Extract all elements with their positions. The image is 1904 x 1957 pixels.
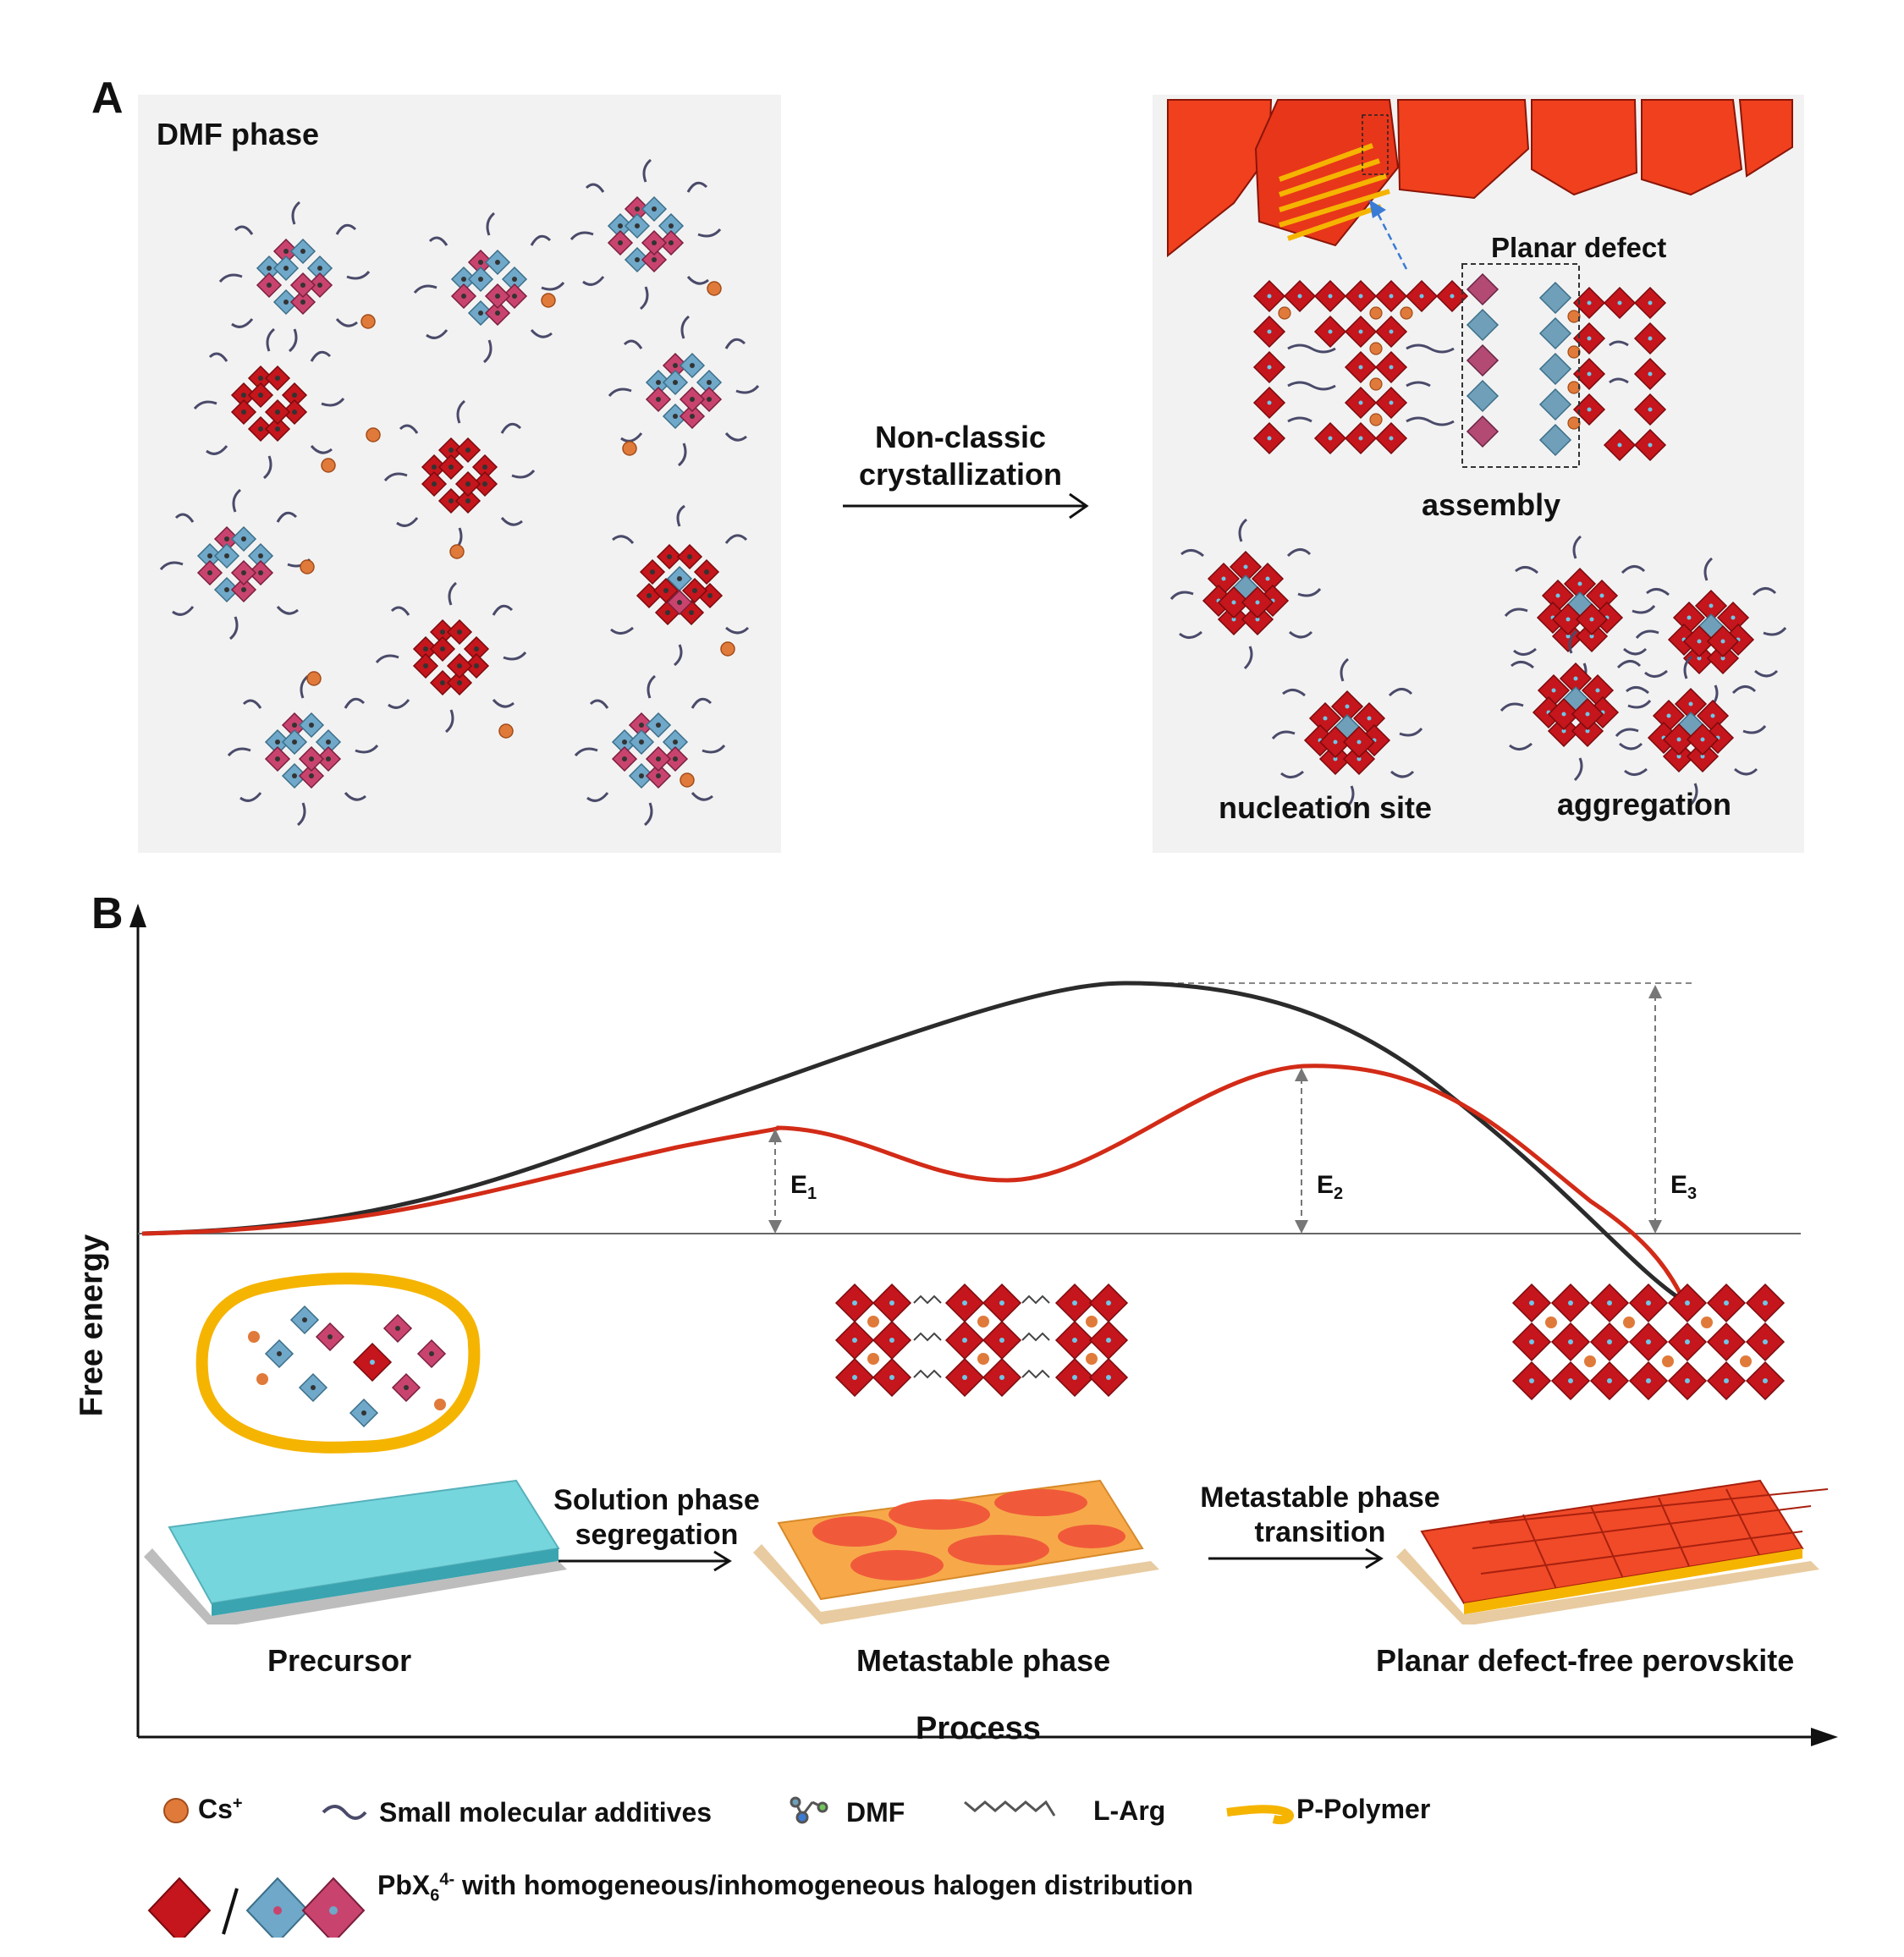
e1-text: E bbox=[790, 1171, 808, 1199]
aggregation-label: aggregation bbox=[1557, 787, 1732, 822]
solution-phase-segregation-label: Solution phase segregation bbox=[538, 1483, 775, 1553]
cs-text: Cs bbox=[198, 1794, 233, 1824]
non-classic-line2: crystallization bbox=[858, 456, 1063, 492]
e1-label: E1 bbox=[790, 1171, 817, 1204]
black-energy-curve bbox=[141, 981, 1686, 1304]
crystallization-illustration bbox=[1167, 99, 1793, 853]
cs-legend-icon bbox=[163, 1798, 189, 1823]
step1-line2: segregation bbox=[575, 1519, 739, 1552]
nucleation-site-label: nucleation site bbox=[1219, 790, 1433, 825]
larg-legend-icon bbox=[964, 1800, 1056, 1817]
crystallization-arrow bbox=[843, 492, 1089, 519]
planar-defect-label: Planar defect bbox=[1491, 232, 1667, 263]
grain-boundary-strip bbox=[1167, 99, 1793, 258]
dmf-phase-panel: DMF phase bbox=[138, 95, 781, 853]
pbx-legend-icons bbox=[147, 1877, 366, 1938]
metastable-transition-label: Metastable phase transition bbox=[1185, 1481, 1456, 1551]
energy-diagram bbox=[129, 904, 1838, 1746]
legend-icons bbox=[147, 1796, 1294, 1938]
step1-line1: Solution phase bbox=[553, 1484, 760, 1516]
pbx-sup: 4- bbox=[439, 1870, 455, 1889]
e2-label: E2 bbox=[1317, 1171, 1343, 1204]
pbx-sub: 6 bbox=[430, 1886, 440, 1905]
defect-stripes bbox=[1278, 143, 1390, 241]
assembly-label: assembly bbox=[1422, 487, 1561, 522]
crystallization-panel: Planar defect assembly nucleation site a… bbox=[1153, 95, 1804, 853]
stage-illustrations bbox=[144, 1273, 1829, 1624]
e3-label: E3 bbox=[1670, 1171, 1697, 1204]
assembly-lattice bbox=[1253, 273, 1666, 461]
pbx-legend-label: PbX64- with homogeneous/inhomogeneous ha… bbox=[377, 1870, 1193, 1905]
polymer-legend-label: P-Polymer bbox=[1296, 1794, 1431, 1824]
additives-legend-icon bbox=[322, 1805, 367, 1820]
final-lattice bbox=[1512, 1284, 1785, 1400]
larg-legend-label: L-Arg bbox=[1093, 1795, 1166, 1826]
cs-sup: + bbox=[232, 1794, 243, 1813]
non-classic-label: Non-classic crystallization bbox=[838, 419, 1083, 493]
step2-line1: Metastable phase bbox=[1200, 1481, 1440, 1514]
non-classic-line1: Non-classic bbox=[874, 420, 1047, 454]
panel-a-letter: A bbox=[91, 74, 124, 123]
metastable-lattice bbox=[835, 1284, 1128, 1397]
e3-sub: 3 bbox=[1687, 1185, 1698, 1203]
e3-text: E bbox=[1670, 1171, 1688, 1199]
metastable-phase-label: Metastable phase bbox=[856, 1643, 1111, 1678]
cs-legend-label: Cs+ bbox=[198, 1794, 243, 1825]
panel-b-letter: B bbox=[91, 889, 124, 938]
red-energy-curve bbox=[141, 1064, 1687, 1303]
e2-text: E bbox=[1317, 1171, 1334, 1199]
polymer-legend-icon bbox=[1226, 1805, 1294, 1824]
dmf-legend-icon bbox=[790, 1796, 828, 1824]
dmf-legend-label: DMF bbox=[846, 1797, 905, 1828]
pbx-suffix: with homogeneous/inhomogeneous halogen d… bbox=[454, 1870, 1194, 1900]
cs-ion bbox=[300, 281, 735, 788]
pbx-prefix: PbX bbox=[377, 1870, 431, 1900]
planar-defect-free-label: Planar defect-free perovskite bbox=[1376, 1643, 1795, 1678]
additives-legend-label: Small molecular additives bbox=[379, 1797, 713, 1828]
precursor-label: Precursor bbox=[267, 1643, 412, 1678]
e1-sub: 1 bbox=[807, 1185, 817, 1203]
x-axis-label: Process bbox=[916, 1711, 1041, 1746]
precursor-clusters-illustration bbox=[138, 95, 781, 853]
step2-line2: transition bbox=[1254, 1516, 1386, 1549]
e2-sub: 2 bbox=[1334, 1185, 1344, 1203]
dmf-phase-title: DMF phase bbox=[157, 117, 320, 151]
polymer-shell bbox=[195, 1273, 481, 1454]
